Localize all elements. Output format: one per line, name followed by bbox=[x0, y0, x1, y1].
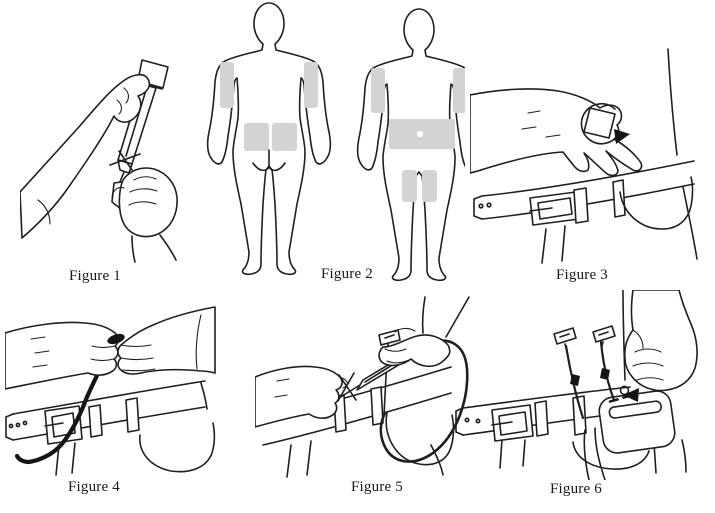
attach-arrow bbox=[623, 388, 639, 402]
left-hand bbox=[5, 321, 119, 390]
figure-4-caption: Figure 4 bbox=[67, 479, 120, 495]
figure-1-illustration bbox=[20, 59, 178, 263]
figure-3-caption: Figure 3 bbox=[555, 267, 608, 283]
torso-contour bbox=[667, 48, 698, 260]
figure-2-caption: Figure 2 bbox=[320, 266, 373, 282]
injection-site-patch bbox=[453, 68, 465, 113]
tubing bbox=[14, 340, 117, 465]
pocket bbox=[619, 176, 694, 230]
figure-4-illustration bbox=[5, 306, 216, 476]
pump-device bbox=[598, 385, 676, 454]
figure-3-illustration bbox=[470, 48, 698, 264]
body-back-view bbox=[206, 2, 332, 276]
right-hand bbox=[117, 306, 216, 375]
injection-site-patch bbox=[220, 62, 234, 108]
left-hand bbox=[255, 365, 348, 428]
left-hand bbox=[20, 73, 151, 239]
tubing-below-belt bbox=[583, 427, 606, 480]
figure-5-illustration bbox=[255, 296, 470, 478]
pump-slot bbox=[608, 400, 662, 419]
figure-6-caption: Figure 6 bbox=[549, 481, 602, 497]
pocket bbox=[139, 422, 216, 473]
belt-loop bbox=[612, 179, 626, 218]
belt bbox=[5, 380, 206, 445]
right-fist bbox=[111, 167, 178, 263]
tube-link bbox=[600, 368, 610, 380]
belt-loop bbox=[125, 397, 140, 433]
figure-6-illustration bbox=[455, 290, 698, 480]
navel-dot bbox=[416, 130, 424, 138]
belt-loop bbox=[370, 386, 384, 426]
pocket bbox=[385, 412, 455, 466]
injection-site-patch bbox=[304, 62, 318, 108]
belt-loop bbox=[534, 400, 549, 437]
injection-site-patch bbox=[272, 123, 297, 151]
rotate-arrow bbox=[580, 102, 630, 145]
tubing-loop bbox=[379, 339, 469, 463]
torso-line bbox=[622, 290, 626, 381]
belt bbox=[473, 160, 695, 226]
belt-loop bbox=[88, 404, 103, 438]
right-hand bbox=[378, 296, 470, 368]
injection-site-patch bbox=[244, 123, 269, 151]
hand bbox=[624, 290, 698, 392]
injection-site-patch bbox=[402, 170, 417, 202]
figure-1-caption: Figure 1 bbox=[68, 268, 121, 284]
pocket bbox=[572, 441, 650, 470]
figure-2-illustration bbox=[206, 2, 465, 282]
figure-5-caption: Figure 5 bbox=[350, 479, 403, 495]
tube-connector bbox=[592, 325, 616, 347]
tube-link bbox=[570, 374, 580, 386]
body-front-view bbox=[356, 8, 465, 282]
injection-site-patch bbox=[371, 68, 385, 113]
injection-site-patch bbox=[422, 170, 437, 202]
infusion-set-dressing bbox=[583, 107, 616, 139]
tubing-pinch bbox=[107, 333, 125, 345]
belt bbox=[262, 366, 452, 446]
tube-connector bbox=[553, 327, 577, 349]
belt-loop bbox=[573, 187, 589, 224]
belt-loop bbox=[572, 395, 587, 436]
belt bbox=[455, 386, 631, 442]
tubing bbox=[564, 340, 616, 420]
